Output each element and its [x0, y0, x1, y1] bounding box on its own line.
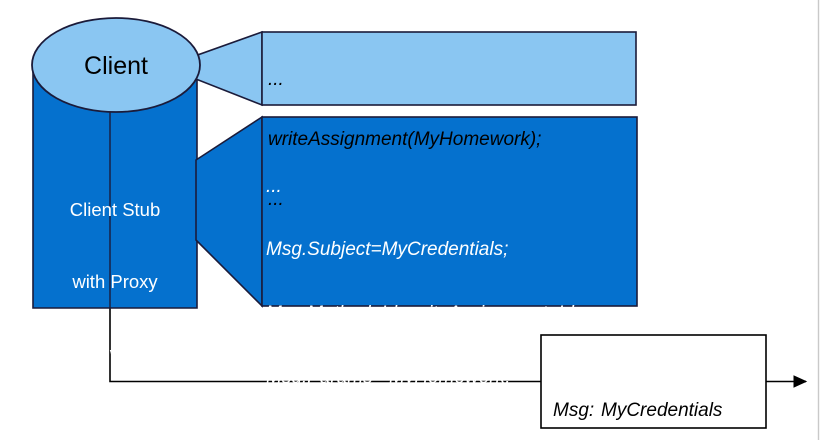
connector-cylinder-to-message — [109, 290, 541, 383]
outgoing-arrow-head — [793, 375, 808, 388]
callout-dark-box — [261, 116, 638, 307]
callout-light-shape — [177, 30, 637, 107]
callout-light-box — [261, 31, 637, 106]
callout-dark-shape — [195, 115, 638, 308]
callout-dark-tail — [195, 115, 263, 308]
message-box-shape — [540, 334, 808, 429]
client-ellipse — [31, 17, 201, 113]
